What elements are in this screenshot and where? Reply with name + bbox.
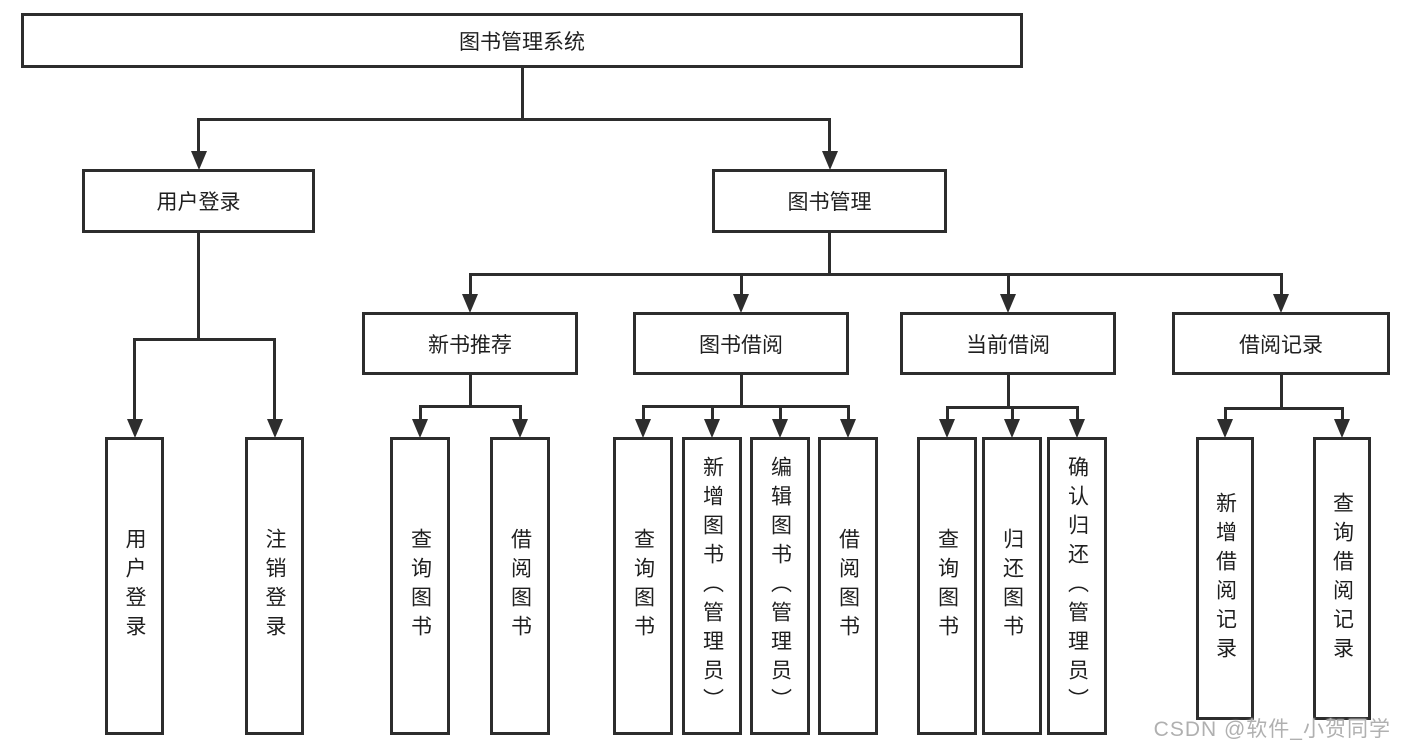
node-label-book-mgmt: 图书管理 — [787, 191, 872, 214]
arrowhead-icon — [1334, 419, 1350, 438]
node-label-leaf-query-book-1: 查询图书 — [408, 528, 432, 644]
node-user-login: 用户登录 — [82, 169, 315, 233]
node-label-leaf-query-record: 查询借阅记录 — [1330, 491, 1354, 666]
node-label-leaf-confirm-return: 确认归还（管理员） — [1065, 455, 1089, 717]
arrowhead-icon — [512, 419, 528, 438]
arrowhead-icon — [821, 151, 838, 170]
connector-line — [1340, 407, 1344, 423]
node-label-leaf-query-book-2: 查询图书 — [631, 528, 655, 644]
node-book-mgmt: 图书管理 — [712, 169, 947, 233]
arrowhead-icon — [939, 419, 955, 438]
node-leaf-borrow-book-2: 借阅图书 — [818, 437, 878, 735]
connector-line — [133, 338, 276, 341]
node-leaf-add-record: 新增借阅记录 — [1196, 437, 1254, 720]
connector-line — [1006, 375, 1010, 409]
node-leaf-add-book: 新增图书（管理员） — [682, 437, 742, 735]
node-label-book-borrow: 图书借阅 — [699, 333, 783, 357]
node-label-leaf-add-record: 新增借阅记录 — [1213, 491, 1237, 666]
node-leaf-borrow-book-1: 借阅图书 — [490, 437, 550, 735]
connector-line — [1010, 406, 1014, 423]
connector-line — [778, 405, 782, 423]
arrowhead-icon — [733, 294, 749, 313]
connector-line — [710, 405, 714, 423]
node-leaf-logout: 注销登录 — [245, 437, 304, 735]
connector-line — [641, 405, 850, 408]
node-leaf-query-book-2: 查询图书 — [613, 437, 673, 735]
node-leaf-query-book-3: 查询图书 — [917, 437, 977, 735]
connector-line — [197, 118, 831, 121]
arrowhead-icon — [1217, 419, 1233, 438]
connector-line — [1223, 407, 1227, 423]
arrowhead-icon — [704, 419, 720, 438]
arrowhead-icon — [1069, 419, 1085, 438]
connector-line — [273, 338, 276, 423]
arrowhead-icon — [462, 294, 478, 313]
connector-line — [1075, 406, 1079, 423]
node-label-user-login: 用户登录 — [156, 191, 241, 214]
node-current-borrow: 当前借阅 — [900, 312, 1116, 375]
arrowhead-icon — [840, 419, 856, 438]
node-leaf-query-record: 查询借阅记录 — [1313, 437, 1371, 720]
connector-line — [468, 375, 472, 408]
arrowhead-icon — [266, 419, 283, 438]
node-label-new-book: 新书推荐 — [428, 333, 512, 357]
node-label-leaf-add-book: 新增图书（管理员） — [700, 455, 724, 717]
node-root: 图书管理系统 — [21, 13, 1023, 68]
node-label-root: 图书管理系统 — [459, 30, 585, 54]
connector-line — [1223, 407, 1344, 410]
node-label-current-borrow: 当前借阅 — [966, 333, 1050, 357]
node-book-borrow: 图书借阅 — [633, 312, 849, 375]
node-label-leaf-user-login: 用户登录 — [123, 528, 146, 644]
csdn-watermark: CSDN @软件_小贺同学 — [1153, 718, 1391, 741]
connector-line — [468, 273, 1283, 276]
connector-line — [739, 273, 743, 298]
node-label-leaf-borrow-book-2: 借阅图书 — [836, 528, 860, 644]
connector-line — [1279, 273, 1283, 298]
node-leaf-user-login: 用户登录 — [105, 437, 164, 735]
node-leaf-return-book: 归还图书 — [982, 437, 1042, 735]
connector-line — [518, 405, 522, 423]
connector-line — [846, 405, 850, 423]
connector-line — [133, 338, 136, 423]
connector-line — [828, 118, 831, 155]
connector-line — [197, 118, 200, 155]
connector-line — [468, 273, 472, 298]
connector-line — [945, 406, 949, 423]
node-label-leaf-return-book: 归还图书 — [1000, 528, 1024, 644]
node-label-leaf-edit-book: 编辑图书（管理员） — [768, 455, 792, 717]
arrowhead-icon — [1000, 294, 1016, 313]
arrowhead-icon — [190, 151, 207, 170]
connector-line — [828, 233, 831, 276]
node-label-borrow-records: 借阅记录 — [1239, 333, 1323, 357]
connector-line — [1279, 375, 1283, 410]
node-label-leaf-borrow-book-1: 借阅图书 — [508, 528, 532, 644]
connector-line — [418, 405, 422, 423]
connector-line — [641, 405, 645, 423]
arrowhead-icon — [772, 419, 788, 438]
node-new-book: 新书推荐 — [362, 312, 578, 375]
connector-line — [418, 405, 522, 408]
node-leaf-edit-book: 编辑图书（管理员） — [750, 437, 810, 735]
arrowhead-icon — [126, 419, 143, 438]
connector-line — [520, 68, 524, 121]
node-label-leaf-logout: 注销登录 — [263, 528, 286, 644]
arrowhead-icon — [1004, 419, 1020, 438]
connector-line — [1006, 273, 1010, 298]
arrowhead-icon — [412, 419, 428, 438]
node-leaf-query-book-1: 查询图书 — [390, 437, 450, 735]
node-leaf-confirm-return: 确认归还（管理员） — [1047, 437, 1107, 735]
arrowhead-icon — [635, 419, 651, 438]
node-borrow-records: 借阅记录 — [1172, 312, 1390, 375]
arrowhead-icon — [1273, 294, 1289, 313]
node-label-leaf-query-book-3: 查询图书 — [935, 528, 959, 644]
connector-line — [739, 375, 743, 408]
connector-line — [197, 233, 200, 341]
